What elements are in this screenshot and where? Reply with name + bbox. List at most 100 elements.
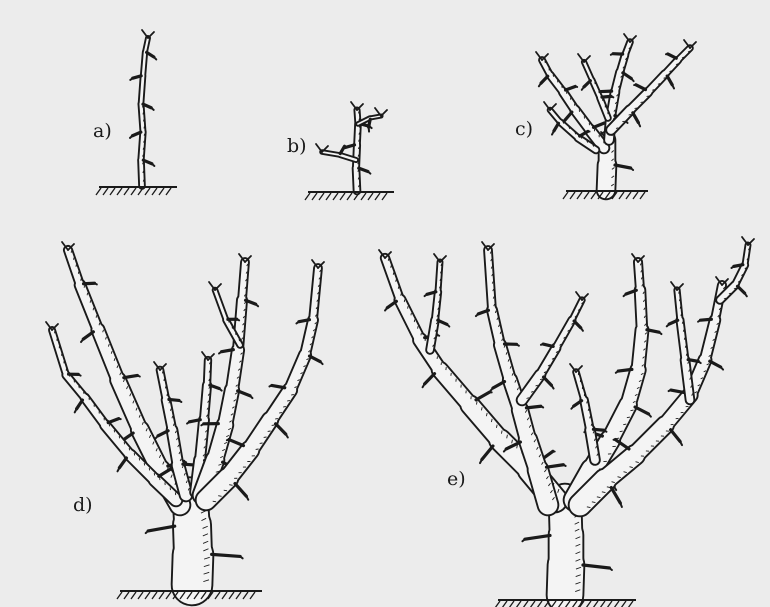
limb-e-far-left-spur-tip: [423, 384, 425, 387]
ground-d-hatch: [166, 592, 171, 599]
ground-e-hatch: [502, 601, 507, 607]
limb-d-center-right-wood: [232, 350, 238, 390]
limb-e-far-left-spur: [482, 446, 493, 459]
limb-d-far-left-hatch: [96, 315, 97, 317]
stage-label-d: d): [73, 496, 93, 515]
limb-d-inner-left-wood: [172, 430, 178, 465]
limb-c-center-spur-tip: [611, 54, 613, 55]
limb-e-center-hatch: [588, 409, 589, 411]
limb-d-left-spur: [77, 400, 83, 409]
ground-b-hatch: [340, 193, 345, 200]
ground-b-hatch: [375, 193, 380, 200]
limb-c-center-spur-tip: [631, 78, 633, 81]
trunk-d-spur: [212, 554, 240, 556]
limb-e-center-spur-tip: [604, 430, 606, 432]
limb-e-right-branch-hatch: [683, 330, 684, 332]
limb-d-inner-left-spur-tip: [156, 436, 158, 438]
ground-c-hatch: [563, 192, 568, 199]
limb-e-inner-spur-tip: [581, 328, 583, 331]
limb-d-left-wood: [85, 398, 105, 425]
limb-e-inner-spur: [544, 377, 552, 385]
limb-c-inner-spur-tip: [611, 96, 613, 97]
limb-d-center-spur: [190, 420, 201, 422]
ground-a-hatch: [152, 188, 157, 195]
limb-d-center-spur-tip: [219, 388, 221, 390]
limb-d-left-hatch: [74, 380, 75, 382]
limb-c-left-spur: [541, 76, 548, 83]
limb-e-left-spur: [546, 465, 563, 467]
limb-e-far-left-spur: [476, 392, 490, 400]
limb-e-right-wood: [638, 262, 640, 290]
ground-d-hatch: [229, 592, 234, 599]
ground-c-hatch: [619, 192, 624, 199]
ground-d-hatch: [243, 592, 248, 599]
limb-c-right-spur: [633, 113, 639, 123]
limb-d-center-wood: [207, 360, 208, 385]
whip-b-spur-tip: [368, 172, 370, 174]
limb-d-center-right-spur-tip: [256, 304, 258, 306]
limb-e-right-spur-tip: [649, 414, 651, 417]
limb-c-right-spur: [667, 76, 672, 85]
limb-c-left-hatch: [562, 86, 563, 88]
limb-d-center-right-spur: [222, 350, 234, 352]
ground-e-hatch: [509, 601, 514, 607]
stage-label-b: b): [287, 137, 307, 156]
limb-d-right-hatch: [229, 485, 232, 486]
whip-b-wood: [357, 124, 358, 145]
ground-d-hatch: [159, 592, 164, 599]
whip-a-hatch: [143, 162, 144, 164]
limb-e-left-spur: [526, 406, 540, 408]
limb-e-far-right-spur: [701, 319, 712, 320]
ground-b-hatch: [368, 193, 373, 200]
limb-c-inner-spur: [584, 81, 590, 87]
limb-c-center-spur: [623, 73, 631, 79]
limb-e-far-right-spur-tip: [669, 390, 671, 391]
limb-d-center-wood: [204, 385, 207, 420]
limb-d-left-wood: [105, 425, 130, 455]
limb-d-right-hatch: [291, 394, 294, 395]
limb-e-far-right-spur: [671, 390, 684, 393]
stage-label-a: a): [93, 122, 112, 141]
limb-e-right-spur-tip: [624, 294, 626, 296]
limb-d-far-left-spur-tip: [94, 283, 96, 284]
tree-stage-e: [379, 237, 754, 607]
ground-e-hatch: [621, 601, 626, 607]
limb-d-right-spur: [310, 356, 321, 362]
ground-c-hatch: [591, 192, 596, 199]
trunk-d-spur-tip: [240, 556, 242, 558]
whip-a-hatch: [143, 180, 144, 182]
ground-a-hatch: [145, 188, 150, 195]
limb-d-side-wood: [215, 290, 226, 320]
limb-d-right-hatch: [283, 406, 286, 407]
limb-d-right-spur-tip: [286, 434, 288, 437]
limb-c-left-hatch: [557, 80, 558, 82]
limb-e-left-spur-tip: [516, 344, 518, 345]
limb-d-right-hatch: [213, 501, 216, 502]
limb-c-left2-spur-tip: [552, 131, 554, 135]
limb-e-right-branch-spur-tip: [698, 361, 700, 363]
limb-e-right-wood: [638, 330, 642, 370]
limb-e-inner-spur-tip: [551, 385, 553, 388]
ground-d-hatch: [124, 592, 129, 599]
tree-stage-c: [536, 34, 696, 199]
ground-e-hatch: [537, 601, 542, 607]
limb-e-left-spur-tip: [541, 406, 543, 407]
limb-d-center-right-wood: [242, 262, 245, 300]
limb-d-left-hatch: [84, 392, 85, 394]
tree-stage-b: [305, 102, 394, 200]
limb-e-right-spur-tip: [659, 332, 661, 334]
limb-e-inner-spur: [543, 344, 553, 346]
ground-d-hatch: [222, 592, 227, 599]
limb-e-far-left-spur-tip: [385, 308, 387, 311]
ground-e-hatch: [600, 601, 605, 607]
limb-e-left-spur-tip: [476, 314, 478, 316]
ground-e-hatch: [516, 601, 521, 607]
limb-d-left-spur-tip: [78, 374, 80, 375]
limb-e-far-right-spur: [671, 430, 680, 442]
ground-c-hatch: [640, 192, 645, 199]
limb-d-left-spur: [108, 419, 118, 423]
limb-d-far-left-spur: [124, 375, 138, 377]
limb-d-inner-left-spur: [169, 399, 179, 400]
limb-d-right-spur-tip: [320, 362, 322, 365]
